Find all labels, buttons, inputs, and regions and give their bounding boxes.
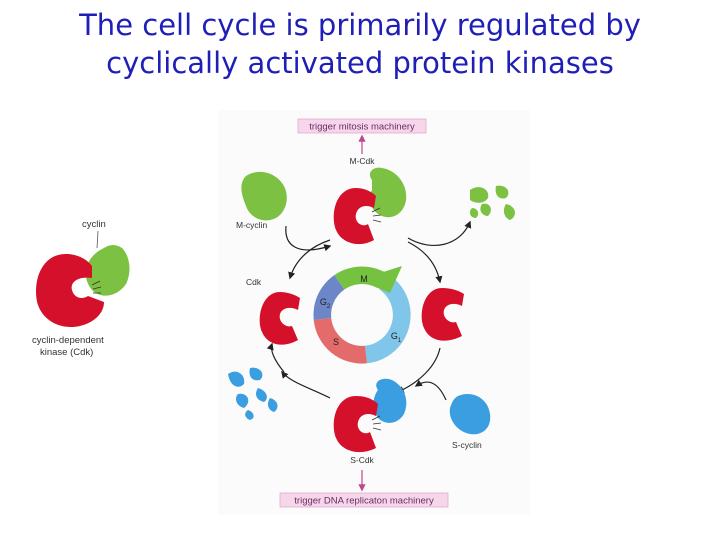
legend: cyclin cyclin-dependent kinase (Cdk) [32, 219, 130, 358]
cdk-label: Cdk [246, 277, 262, 287]
phase-g1-label: G1 [391, 331, 402, 344]
legend-cdk-icon [36, 254, 104, 328]
s-cyclin-label: S-cyclin [452, 440, 482, 450]
phase-g1-subscript: 1 [398, 338, 402, 344]
arrow-bottom-left-cycle [266, 342, 285, 373]
arrow-s-cdk-to-fragments [281, 370, 331, 399]
arrow-bottom-right-cycle [396, 347, 441, 393]
s-cdk-complex [333, 378, 407, 453]
arrow-m-cyclin-binding [285, 225, 332, 252]
m-cdk-label: M-Cdk [349, 156, 375, 166]
phase-s-label: S [333, 337, 339, 347]
m-cdk-complex [333, 167, 407, 245]
legend-cdk-label-2: kinase (Cdk) [40, 347, 93, 358]
slide-title: The cell cycle is primarily regulated by… [0, 6, 720, 82]
s-cdk-kinase-icon [333, 396, 378, 453]
phase-g2-subscript: 2 [327, 304, 331, 310]
m-cdk-binding-marks [371, 207, 382, 223]
bottom-trigger-label: trigger DNA replicaton machinery [294, 496, 434, 507]
cdk-left-icon [259, 292, 300, 345]
top-trigger-label: trigger mitosis machinery [309, 122, 415, 133]
m-cdk-kinase-icon [333, 188, 376, 245]
cdk-right-icon [421, 288, 464, 341]
title-line-2: cyclically activated protein kinases [106, 46, 614, 80]
legend-cyclin-label: cyclin [82, 219, 106, 230]
s-cdk-cyclin-icon [373, 378, 407, 423]
legend-cdk-label-1: cyclin-dependent [32, 335, 104, 346]
phase-g2-label: G2 [320, 297, 331, 310]
cell-cycle-ring: M G2 S G1 [313, 266, 411, 364]
phase-g2-letter: G [320, 297, 327, 307]
m-cyclin-free-icon [241, 171, 287, 221]
bottom-trigger-box [279, 492, 449, 508]
arrow-s-cyclin-binding [414, 379, 447, 401]
phase-segment-s [313, 318, 367, 364]
phase-segment-g1 [365, 275, 411, 364]
legend-binding-marks [91, 280, 102, 294]
s-cdk-label: S-Cdk [350, 455, 374, 465]
m-cyclin-fragments [469, 185, 515, 220]
phase-segment-g2 [313, 275, 345, 320]
legend-cyclin-pointer [96, 230, 99, 249]
phase-segment-m [334, 266, 402, 293]
m-cdk-cyclin-icon [369, 167, 407, 218]
phase-g1-letter: G [391, 331, 398, 341]
s-cyclin-free-icon [449, 394, 491, 435]
phase-m-label: M [360, 274, 368, 284]
m-cyclin-label: M-cyclin [236, 220, 267, 230]
arrow-top-left-cycle [288, 239, 331, 280]
top-trigger-box [297, 118, 427, 134]
s-cyclin-fragments [228, 367, 278, 420]
title-line-1: The cell cycle is primarily regulated by [79, 8, 641, 42]
legend-cyclin-icon [85, 245, 130, 296]
arrow-top-right-cycle [407, 241, 443, 284]
arrow-m-cdk-to-fragments [407, 220, 472, 246]
s-cdk-binding-marks [371, 415, 382, 431]
